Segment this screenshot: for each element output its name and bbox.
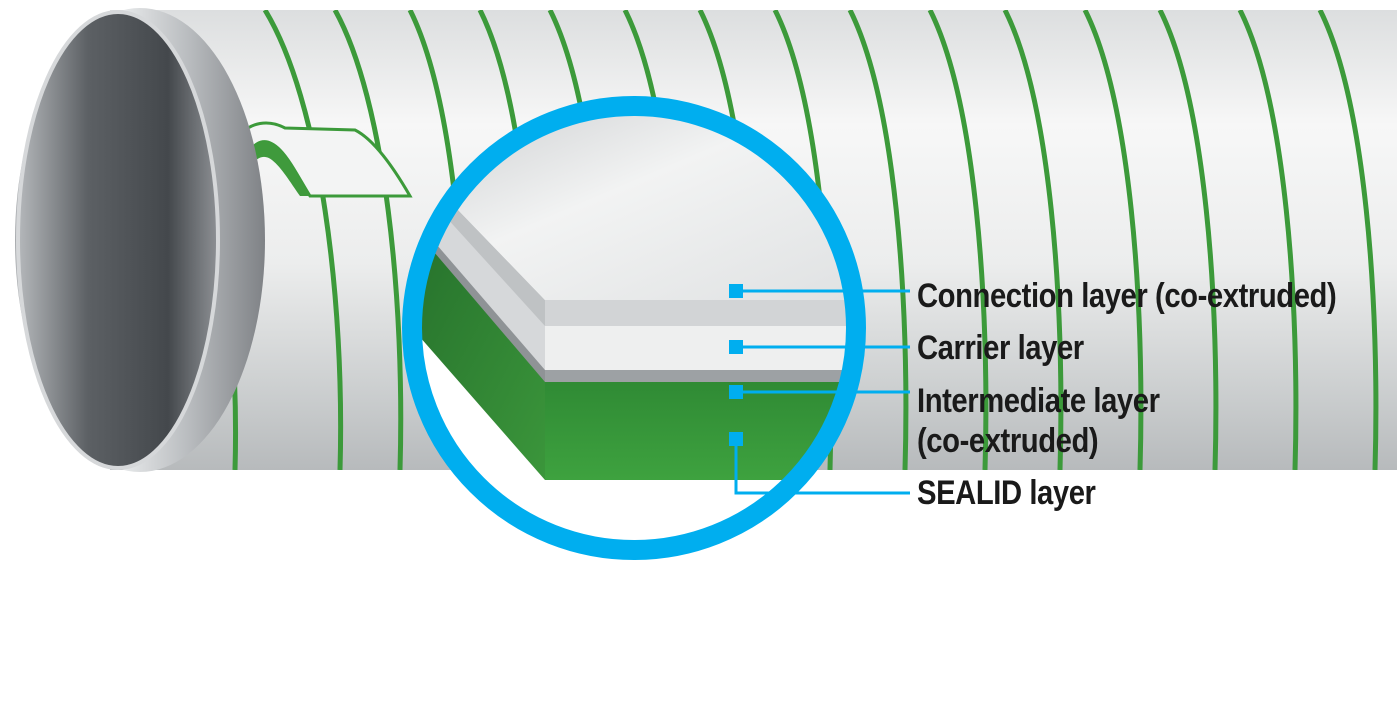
winding-stripe bbox=[262, 10, 344, 470]
pipe-winding-stripes bbox=[147, 10, 1379, 470]
pipe-opening bbox=[18, 12, 218, 468]
lifted-tape-green bbox=[240, 141, 310, 196]
label-sealid-layer: SEALID layer bbox=[917, 474, 1096, 512]
winding-stripe bbox=[1317, 10, 1379, 470]
intermediate-layer-face bbox=[545, 368, 847, 382]
callout-line bbox=[734, 446, 910, 495]
callout-marker bbox=[729, 340, 743, 354]
label-connection-layer: Connection layer (co-extruded) bbox=[917, 277, 1337, 315]
sealid-layer-slope bbox=[421, 215, 545, 480]
callout-marker bbox=[729, 284, 743, 298]
callout-marker bbox=[729, 385, 743, 399]
winding-stripe bbox=[1082, 10, 1144, 470]
winding-stripe bbox=[1237, 10, 1299, 470]
winding-stripe bbox=[1002, 10, 1064, 470]
winding-stripe bbox=[1157, 10, 1219, 470]
label-intermediate-layer: Intermediate layer bbox=[917, 382, 1160, 420]
winding-stripe bbox=[847, 10, 909, 470]
winding-stripe bbox=[332, 10, 404, 470]
label-intermediate-layer-line2: (co-extruded) bbox=[917, 422, 1099, 460]
winding-stripe bbox=[927, 10, 989, 470]
callout-marker bbox=[729, 432, 743, 446]
connection-layer-face bbox=[545, 300, 847, 326]
sealid-layer-face bbox=[545, 380, 847, 480]
pipe-opening-rim bbox=[16, 10, 220, 470]
label-carrier-layer: Carrier layer bbox=[917, 329, 1084, 367]
magnifier-circle bbox=[402, 96, 866, 560]
intermediate-layer-slope bbox=[421, 205, 545, 382]
callouts bbox=[729, 284, 910, 495]
